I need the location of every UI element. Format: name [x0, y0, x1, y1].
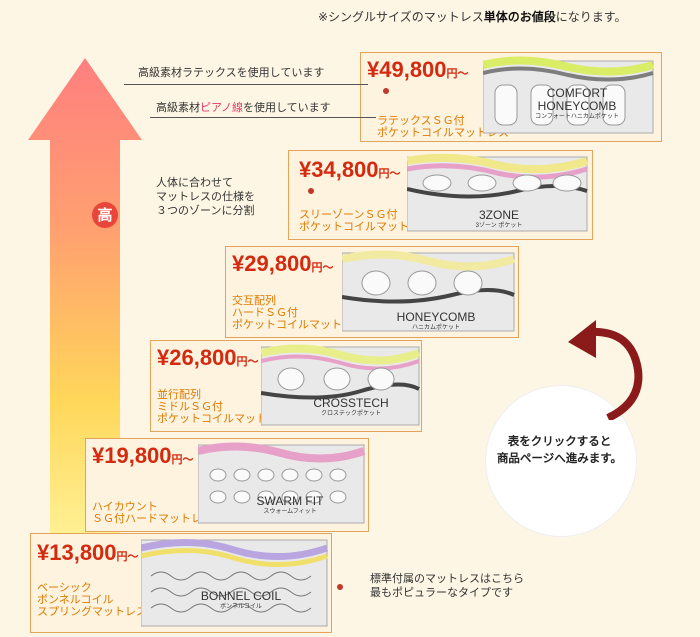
annotation-3zone: 人体に合わせて マットレスの仕様を ３つのゾーンに分割: [156, 176, 255, 217]
price-note: ※シングルサイズのマットレス単体のお値段になります。: [318, 10, 627, 24]
annotation-piano-wire: 高級素材ピアノ線を使用しています: [156, 101, 331, 114]
price: ¥13,800円〜: [37, 540, 139, 565]
curved-arrow-icon: [568, 320, 643, 420]
tier-name: ハイカウント ＳＧ付ハードマットレス: [92, 500, 213, 525]
annotation-line: [124, 84, 368, 85]
mattress-image: [341, 249, 517, 339]
tier-name: 交互配列 ハードＳＧ付 ポケットコイルマットレス: [232, 294, 364, 331]
price: ¥49,800円〜: [367, 57, 469, 82]
tier-honeycomb[interactable]: ¥29,800円〜 交互配列 ハードＳＧ付 ポケットコイルマットレス HONEY…: [225, 246, 519, 338]
mattress-image: [140, 536, 329, 634]
mattress-image: [406, 153, 589, 241]
annotation-line: [150, 117, 376, 118]
tier-comfort-honeycomb[interactable]: ¥49,800円〜 ラテックスＳＧ付 ポケットコイルマットレス COMFORT …: [360, 52, 662, 142]
price: ¥34,800円〜: [299, 157, 401, 182]
high-badge: 高: [92, 202, 118, 228]
tier-name: スリーゾーンＳＧ付 ポケットコイルマットレス: [299, 208, 431, 233]
annotation-dot: [337, 584, 343, 590]
annotation-standard: 標準付属のマットレスはこちら 最もポピュラーなタイプです: [370, 572, 524, 599]
tier-bonnel-coil[interactable]: ¥13,800円〜 ベーシック ボンネルコイル スプリングマットレス BONNE…: [30, 533, 332, 633]
tier-name: ベーシック ボンネルコイル スプリングマットレス: [37, 581, 147, 618]
click-hint-circle: [485, 385, 637, 537]
price: ¥29,800円〜: [232, 251, 334, 276]
annotation-dot: [383, 88, 389, 94]
click-hint-text: 表をクリックすると 商品ページへ進みます。: [496, 434, 623, 465]
tier-name: ラテックスＳＧ付 ポケットコイルマットレス: [377, 114, 509, 139]
mattress-image: [482, 55, 659, 143]
tier-crosstech[interactable]: ¥26,800円〜 並行配列 ミドルＳＧ付 ポケットコイルマットレス CROSS…: [150, 340, 422, 432]
mattress-image: [260, 343, 421, 433]
tier-name: 並行配列 ミドルＳＧ付 ポケットコイルマットレス: [157, 388, 289, 425]
annotation-dot: [308, 188, 314, 194]
price: ¥26,800円〜: [157, 345, 259, 370]
price: ¥19,800円〜: [92, 443, 194, 468]
mattress-image: [197, 441, 366, 531]
annotation-latex: 高級素材ラテックスを使用しています: [138, 66, 325, 79]
